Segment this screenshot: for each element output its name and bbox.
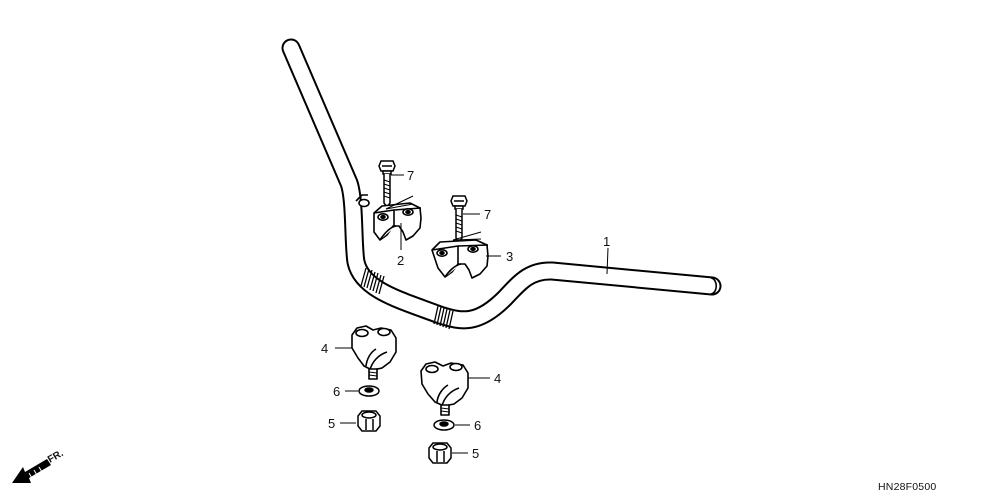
callout-1: 1 — [603, 234, 610, 249]
callout-2: 2 — [397, 253, 404, 268]
callout-6-right: 6 — [474, 418, 481, 433]
bolt-7-right — [450, 195, 468, 244]
callout-7-right: 7 — [484, 207, 491, 222]
knurl-right — [433, 305, 454, 330]
diagram-code: HN28F0500 — [878, 481, 936, 493]
upper-holder-2 — [355, 194, 422, 241]
lower-holder-4-left — [351, 325, 397, 380]
nut-5-left — [357, 410, 381, 432]
callout-4-right: 4 — [494, 371, 501, 386]
washer-6-left — [358, 385, 380, 397]
nut-5-right — [428, 442, 452, 464]
leader-lines — [335, 174, 609, 454]
handlebar — [281, 38, 722, 330]
callout-5-left: 5 — [328, 416, 335, 431]
front-label: FR. — [46, 448, 66, 466]
bolt-7-left — [378, 160, 396, 209]
callout-7-left: 7 — [407, 168, 414, 183]
front-arrow-icon — [12, 459, 51, 483]
callout-6-left: 6 — [333, 384, 340, 399]
knurl-left — [360, 267, 385, 295]
callout-5-right: 5 — [472, 446, 479, 461]
washer-6-right — [433, 419, 455, 431]
callout-4-left: 4 — [321, 341, 328, 356]
upper-holder-3 — [431, 239, 489, 279]
callout-3: 3 — [506, 249, 513, 264]
lower-holder-4-right — [420, 361, 469, 416]
